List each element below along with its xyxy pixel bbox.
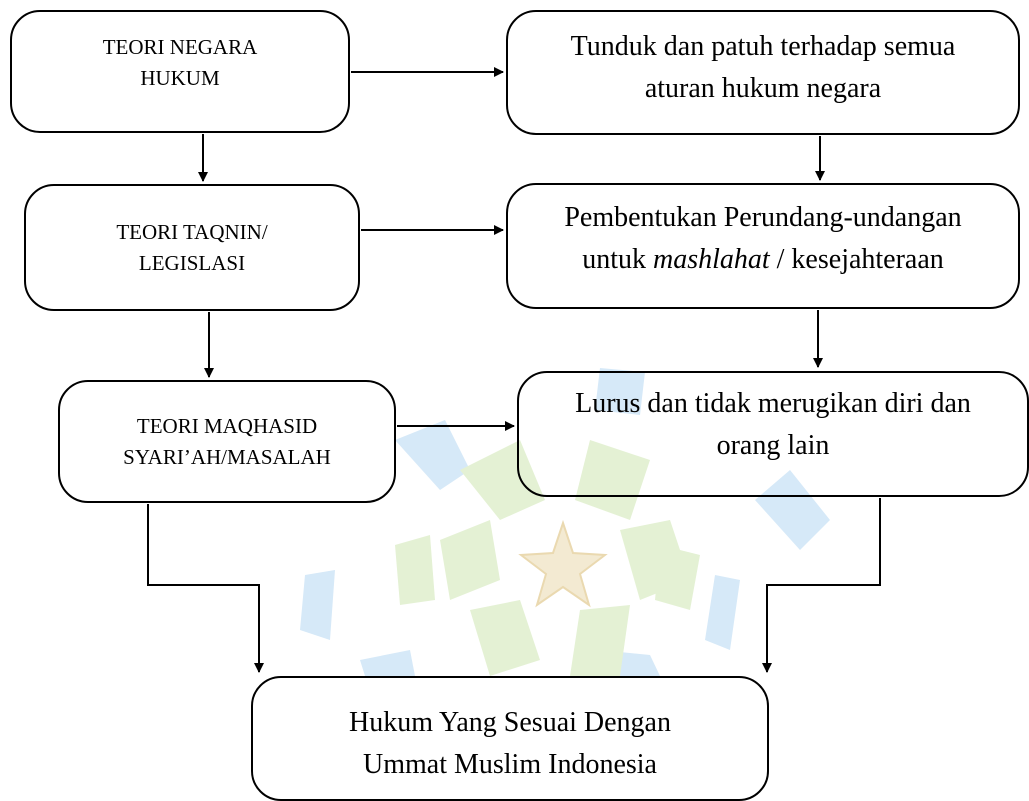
box-pembentukan-perundangan: Pembentukan Perundang-undangan untuk mas… bbox=[506, 183, 1020, 309]
box-pembentukan-line2-pre: untuk bbox=[582, 244, 653, 275]
box-tunduk-line2: aturan hukum negara bbox=[644, 73, 882, 104]
box-pembentukan-line2-italic: mashlahat bbox=[652, 244, 770, 275]
arrow-lurus-to-hukum bbox=[762, 498, 881, 673]
box-lurus: Lurus dan tidak merugikan diri dan orang… bbox=[517, 371, 1029, 497]
box-teori-negara-hukum-line1: TEORI NEGARA bbox=[102, 35, 258, 59]
box-lurus-line2: orang lain bbox=[716, 430, 830, 461]
box-pembentukan-line1: Pembentukan Perundang-undangan bbox=[564, 202, 962, 233]
box-pembentukan-line2-post: / kesejahteraan bbox=[769, 244, 944, 275]
box-teori-taqnin-line2: LEGISLASI bbox=[138, 250, 246, 275]
box-teori-negara-hukum-line2: HUKUM bbox=[140, 66, 220, 90]
box-teori-maqhasid-line1: TEORI MAQHASID bbox=[136, 413, 318, 438]
box-hukum-sesuai: Hukum Yang Sesuai Dengan Ummat Muslim In… bbox=[251, 676, 769, 801]
box-teori-taqnin-legislasi: TEORI TAQNIN/ LEGISLASI bbox=[24, 184, 360, 311]
box-hukum-sesuai-line1: Hukum Yang Sesuai Dengan bbox=[349, 706, 671, 738]
box-lurus-line1: Lurus dan tidak merugikan diri dan bbox=[575, 388, 971, 419]
box-hukum-sesuai-line2: Ummat Muslim Indonesia bbox=[363, 748, 657, 780]
box-tunduk-line1: Tunduk dan patuh terhadap semua bbox=[570, 31, 956, 62]
box-teori-taqnin-line1: TEORI TAQNIN/ bbox=[116, 219, 268, 244]
box-teori-negara-hukum: TEORI NEGARA HUKUM bbox=[10, 10, 350, 133]
box-teori-maqhasid: TEORI MAQHASID SYARI’AH/MASALAH bbox=[58, 380, 396, 503]
box-tunduk-patuh: Tunduk dan patuh terhadap semua aturan h… bbox=[506, 10, 1020, 135]
box-teori-maqhasid-line2: SYARI’AH/MASALAH bbox=[123, 444, 331, 469]
arrow-maqhasid-to-hukum bbox=[147, 504, 264, 673]
